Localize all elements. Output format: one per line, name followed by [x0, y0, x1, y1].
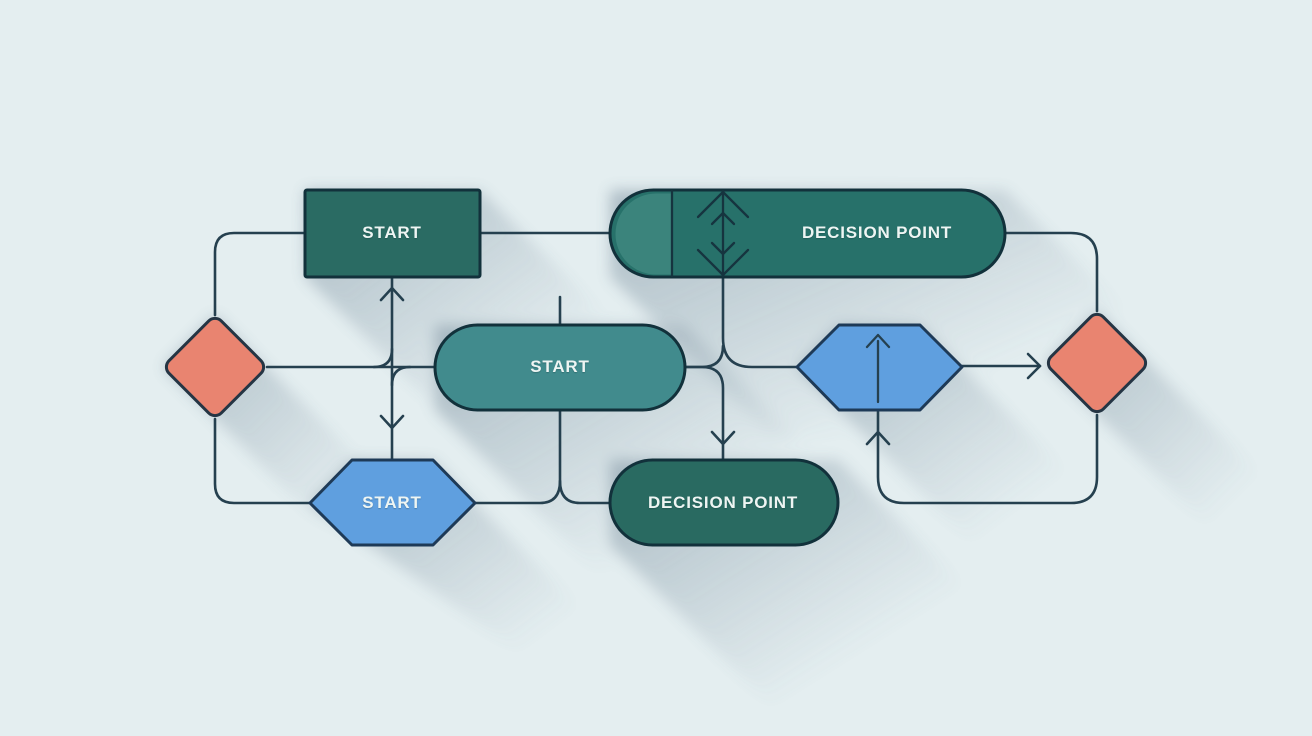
up-arrowhead-icon: [865, 430, 891, 446]
start-rectangle-label: START: [362, 223, 422, 242]
connector-top-capsule-to-right-diamond: [1003, 231, 1099, 313]
decision-point-capsule-top-node: [608, 188, 1007, 279]
down-arrowhead-icon: [379, 414, 405, 430]
diamond-left-node: [164, 316, 266, 418]
up-arrow-icon: [865, 333, 891, 404]
decision-point-capsule-bottom-node: [608, 458, 840, 547]
double-vertical-arrow-icon: [670, 189, 750, 278]
start-capsule-label: START: [530, 357, 590, 376]
start-capsule-middle-node: [433, 323, 687, 412]
connector-right-diamond-to-right-hexagon: [876, 410, 1099, 505]
connector-top-capsule-to-right-hexagon: [721, 275, 799, 369]
decision-point-top-label: DECISION POINT: [801, 223, 953, 242]
diamond-right-node: [1046, 312, 1148, 414]
arrow-hexagon-right-node: [795, 323, 964, 412]
start-hexagon-label: START: [362, 493, 422, 512]
decision-point-bottom-label: DECISION POINT: [647, 493, 799, 512]
connector-rect-to-left-diamond: [213, 231, 307, 317]
right-arrowhead-icon: [1026, 352, 1042, 380]
capsule-left-cap-highlight: [615, 193, 672, 275]
start-rectangle-node: [303, 188, 482, 279]
connector-left-diamond-to-hexagon: [213, 417, 312, 505]
connector-junction-to-bottom-capsule: [683, 365, 725, 462]
connector-middle-capsule-to-bottom-capsule: [558, 479, 612, 505]
connectors: [213, 231, 1099, 505]
start-hexagon-node: [308, 458, 477, 547]
up-arrowhead-icon: [379, 286, 405, 302]
down-arrowhead-icon: [710, 430, 736, 446]
